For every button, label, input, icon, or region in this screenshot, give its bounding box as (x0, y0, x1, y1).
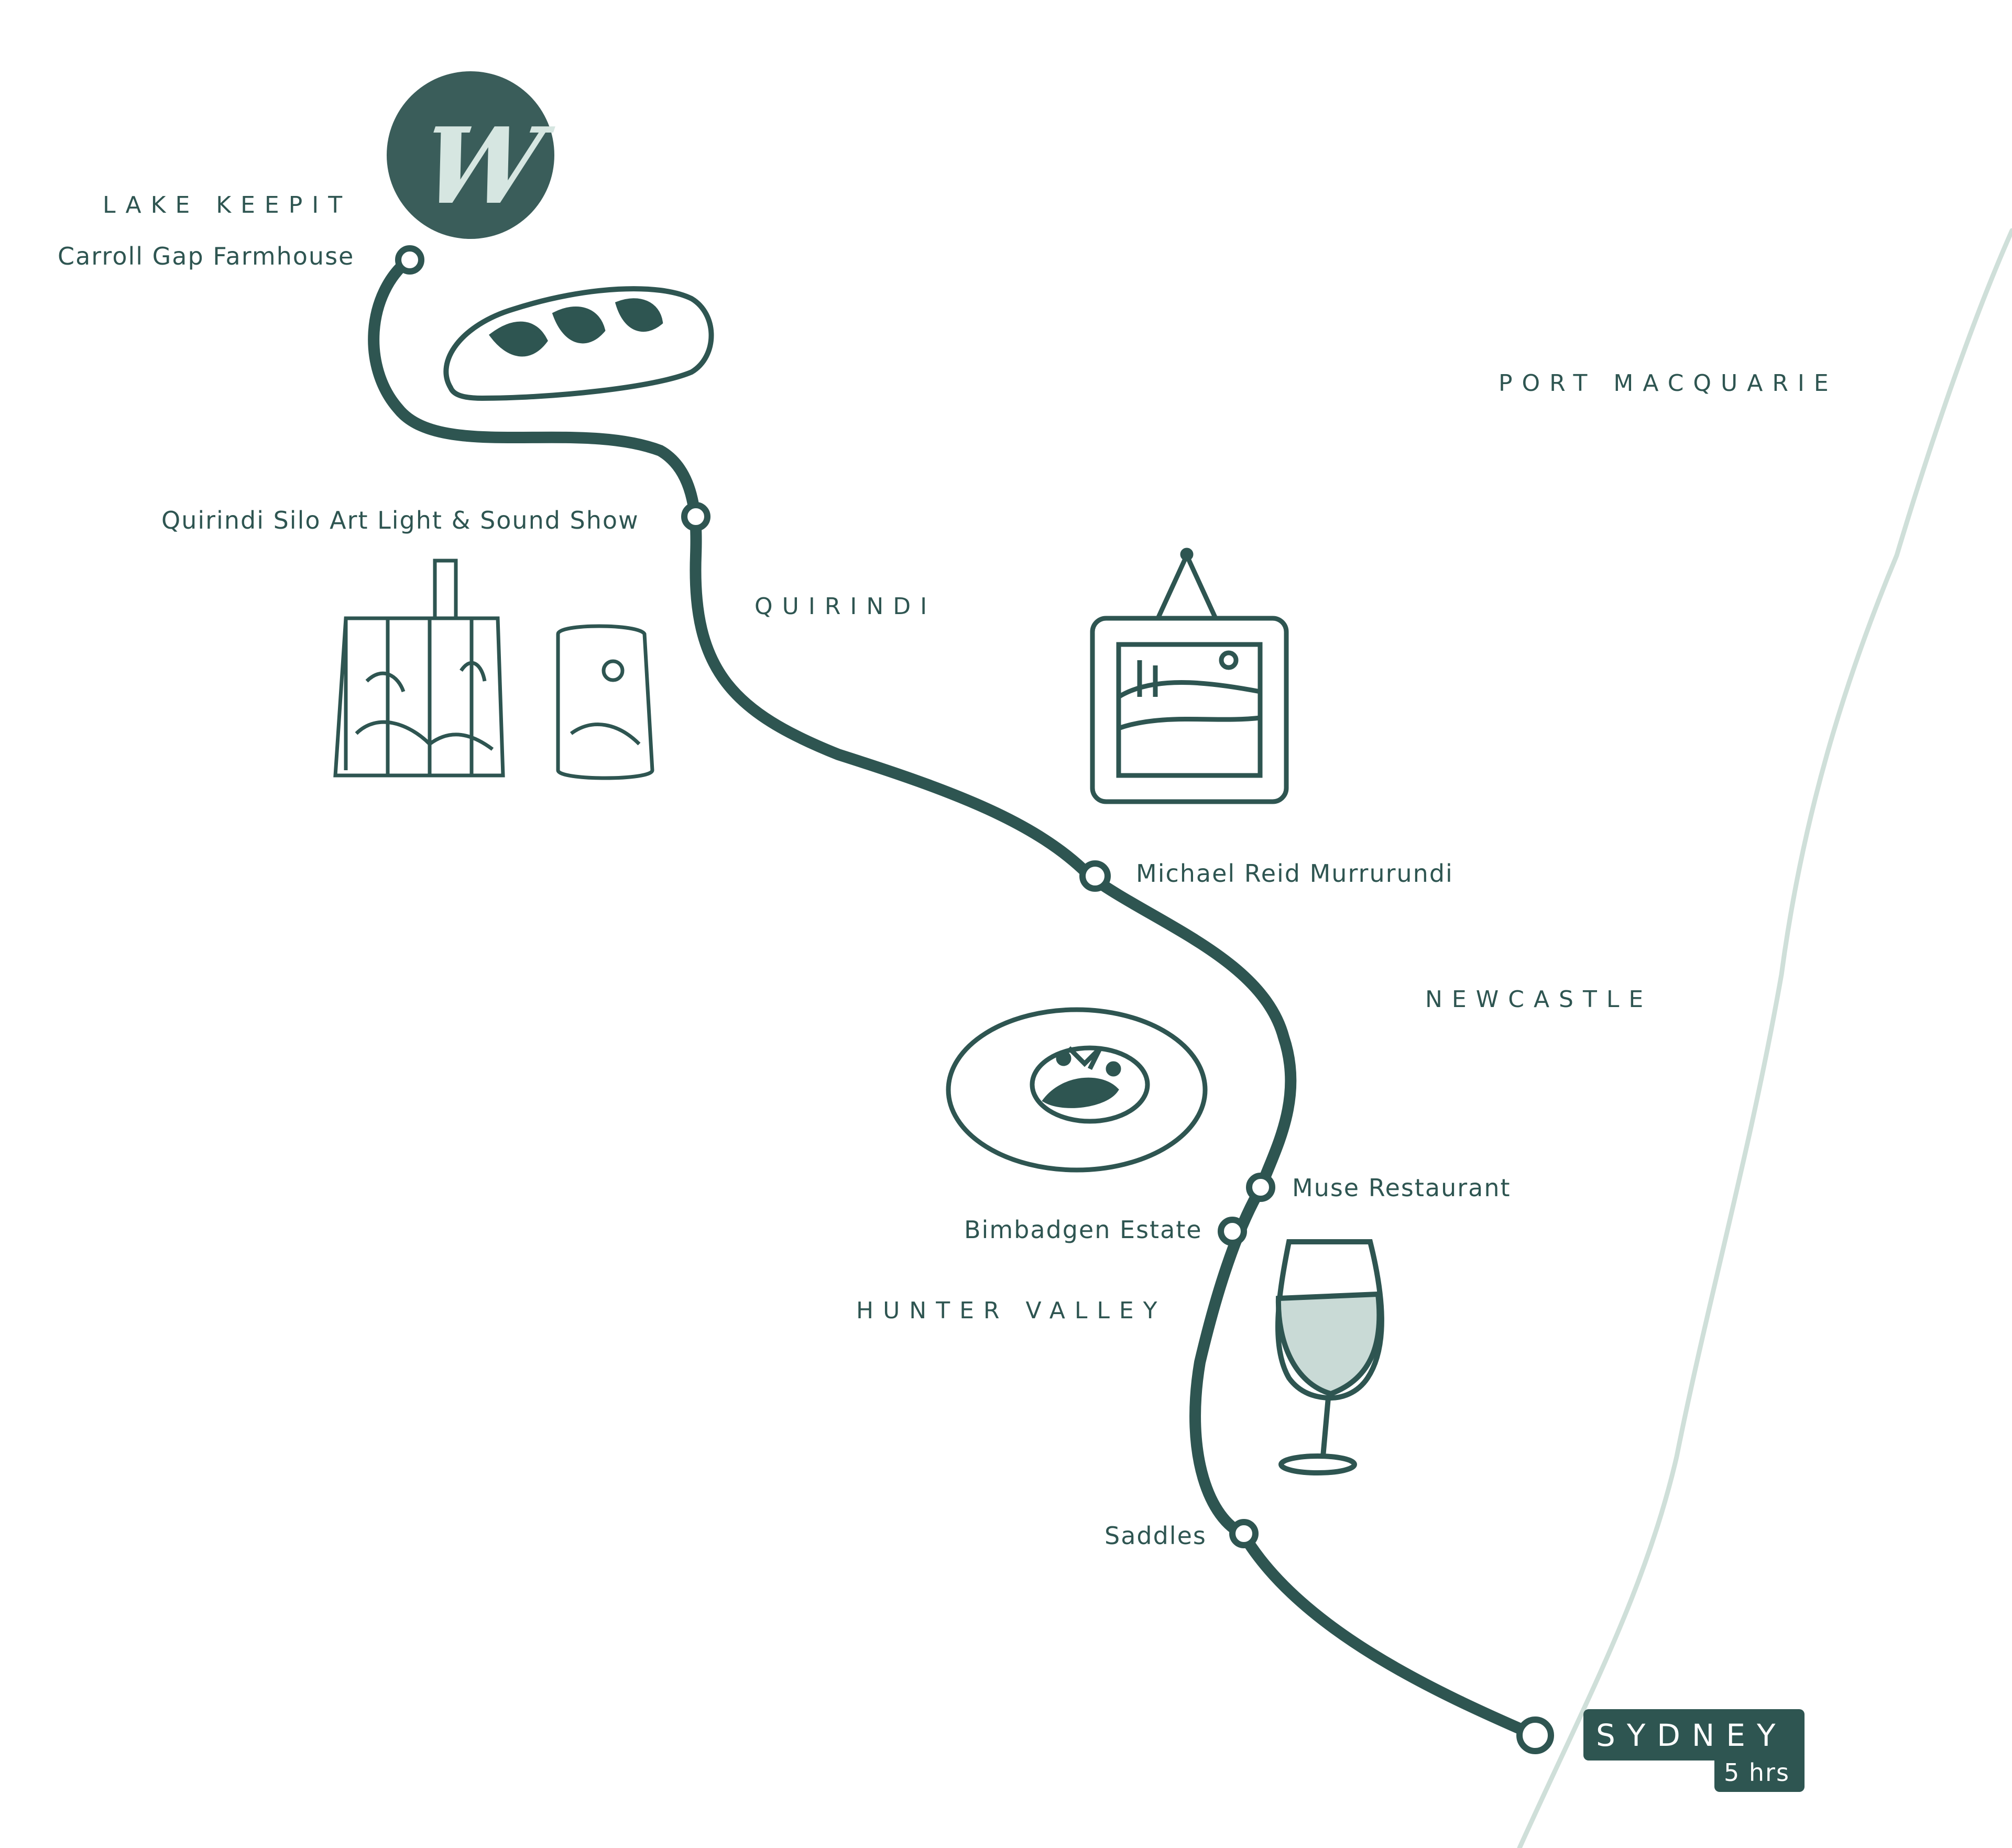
logo-badge (387, 71, 554, 239)
stop-quirindi-silo-art[interactable]: Quirindi Silo Art Light & Sound Show (161, 506, 639, 534)
wine-glass-icon (1275, 1239, 1384, 1475)
logo-letter: W (414, 105, 550, 228)
marker-carroll-gap[interactable] (395, 245, 424, 275)
stop-bimbadgen-estate[interactable]: Bimbadgen Estate (964, 1216, 1202, 1244)
bread-icon (443, 286, 714, 401)
region-newcastle: NEWCASTLE (1425, 986, 1653, 1013)
marker-sydney[interactable] (1516, 1716, 1554, 1754)
travel-time-box (1714, 1751, 1805, 1792)
marker-muse[interactable] (1246, 1173, 1275, 1202)
coastline (1517, 228, 2012, 1848)
travel-time: 5 hrs (1724, 1758, 1790, 1787)
stop-markers (395, 245, 1554, 1754)
stop-carroll-gap-farmhouse[interactable]: Carroll Gap Farmhouse (58, 242, 355, 270)
silo-art-icon (333, 559, 654, 780)
region-hunter-valley: HUNTER VALLEY (856, 1297, 1167, 1324)
stop-michael-reid-murrurundi[interactable]: Michael Reid Murrurundi (1136, 859, 1453, 888)
framed-painting-icon (1090, 548, 1289, 804)
destination-name: SYDNEY (1596, 1718, 1787, 1753)
region-lake-keepit: LAKE KEEPIT (103, 192, 352, 218)
marker-saddles[interactable] (1229, 1519, 1259, 1548)
region-port-macquarie: PORT MACQUARIE (1499, 370, 1838, 397)
marker-quirindi-silo[interactable] (681, 502, 710, 531)
marker-bimbadgen[interactable] (1218, 1217, 1247, 1246)
destination-badge-sydney[interactable]: SYDNEY 5 hrs (1583, 1709, 1805, 1792)
stop-muse-restaurant[interactable]: Muse Restaurant (1292, 1174, 1511, 1202)
marker-michael-reid[interactable] (1079, 860, 1111, 892)
stop-saddles[interactable]: Saddles (1105, 1522, 1207, 1550)
route-line (368, 254, 1541, 1741)
plated-dish-icon (946, 1007, 1208, 1173)
region-quirindi: QUIRINDI (754, 593, 937, 620)
